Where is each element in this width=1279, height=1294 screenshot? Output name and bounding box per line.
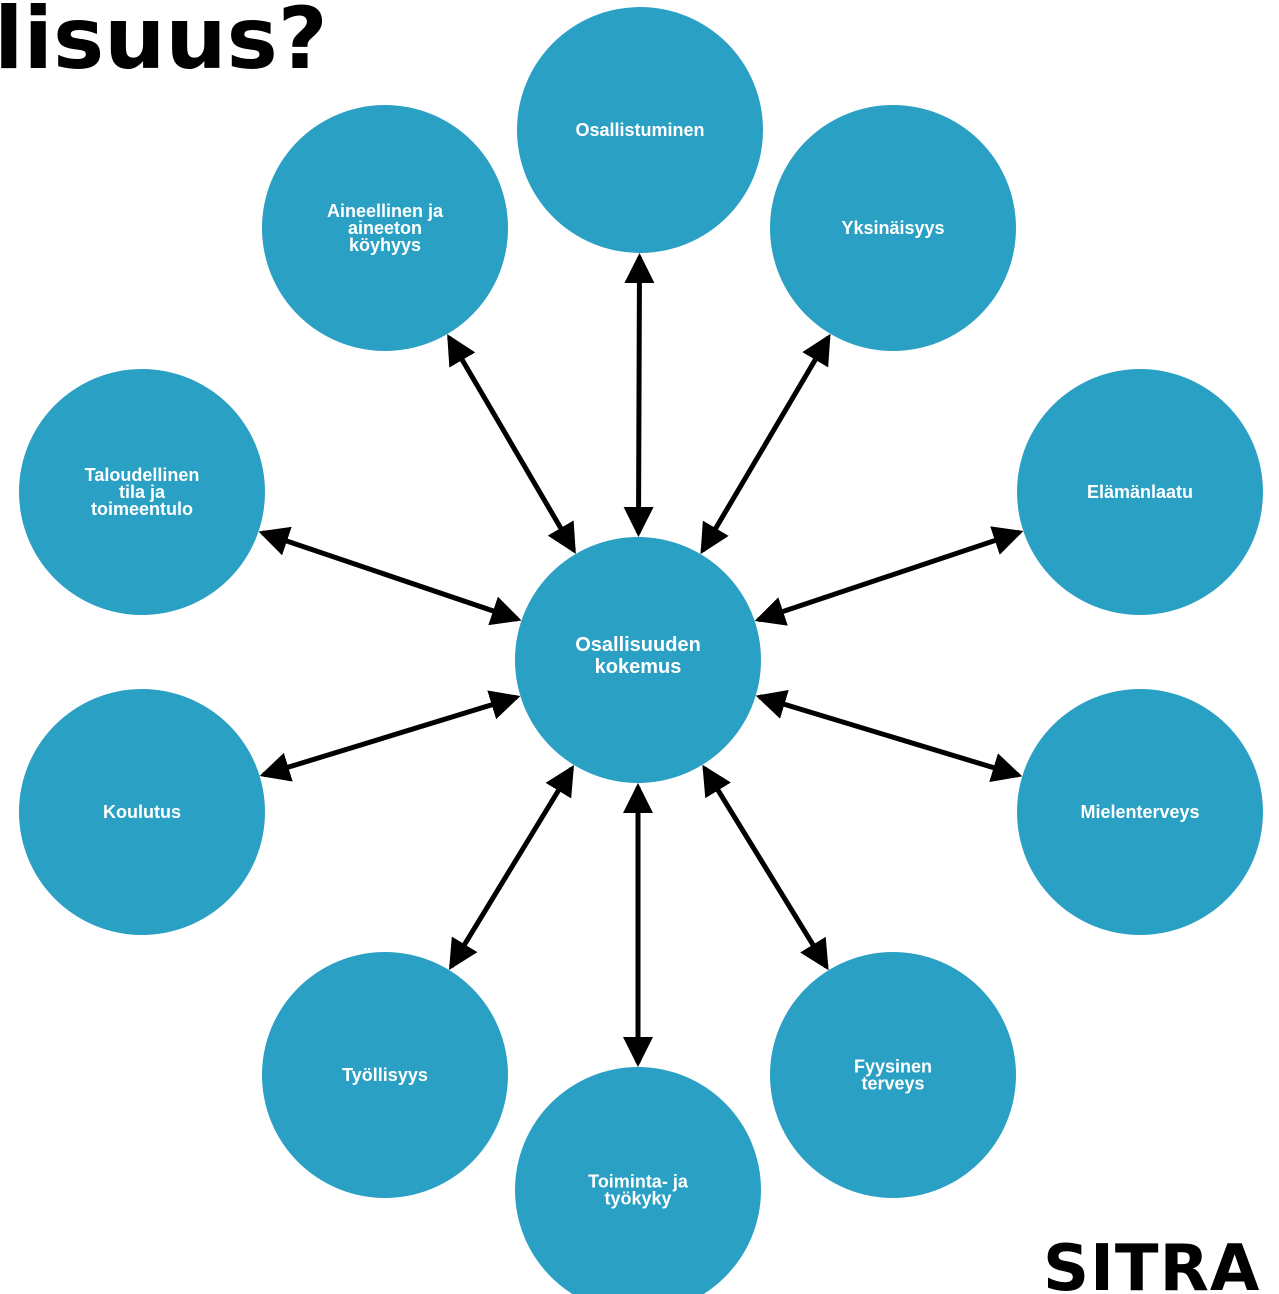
node-label-toiminta-ja-tyokyky-line: Toiminta- ja xyxy=(588,1172,689,1192)
node-label-taloudellinen-tila-line: toimeentulo xyxy=(91,499,193,519)
sitra-logo: SITRA xyxy=(1043,1232,1260,1294)
node-circle-osallistuminen xyxy=(517,7,763,253)
node-label-koyhyys-line: köyhyys xyxy=(349,235,421,255)
node-label-taloudellinen-tila-line: Taloudellinen xyxy=(85,465,200,485)
arrow-elamanlaatu xyxy=(754,526,1024,626)
node-label-tyollisyys: Työllisyys xyxy=(342,1065,428,1085)
node-label-elamanlaatu-line: Elämänlaatu xyxy=(1087,482,1193,502)
node-label-koyhyys-line: aineeton xyxy=(348,218,422,238)
node-label-osallistuminen-line: Osallistuminen xyxy=(575,120,704,140)
node-tyollisyys: Työllisyys xyxy=(262,952,508,1198)
node-yksinaisyys: Yksinäisyys xyxy=(770,105,1016,351)
node-layer: OsallistuminenYksinäisyysElämänlaatuMiel… xyxy=(19,7,1263,1294)
node-label-tyollisyys-line: Työllisyys xyxy=(342,1065,428,1085)
connector-layer xyxy=(258,252,1024,1068)
arrow-mielenterveys xyxy=(755,689,1023,783)
node-label-taloudellinen-tila-line: tila ja xyxy=(119,482,166,502)
node-label-koyhyys-line: Aineellinen ja xyxy=(327,201,444,221)
node-label-yksinaisyys-line: Yksinäisyys xyxy=(841,218,944,238)
node-elamanlaatu: Elämänlaatu xyxy=(1017,369,1263,615)
arrow-koyhyys xyxy=(447,334,576,554)
node-koulutus: Koulutus xyxy=(19,689,265,935)
node-circle-yksinaisyys xyxy=(770,105,1016,351)
arrow-osallistuminen xyxy=(623,252,655,538)
center-label-line: kokemus xyxy=(595,656,682,678)
node-circle-koulutus xyxy=(19,689,265,935)
node-circle-fyysinen-terveys xyxy=(770,952,1016,1198)
arrow-koulutus xyxy=(259,690,521,782)
node-circle-tyollisyys xyxy=(262,952,508,1198)
node-circle-koyhyys xyxy=(262,105,508,351)
node-mielenterveys: Mielenterveys xyxy=(1017,689,1263,935)
page-title: lisuus? xyxy=(0,0,328,89)
center-circle xyxy=(515,537,761,783)
node-label-toiminta-ja-tyokyky-line: työkyky xyxy=(604,1189,671,1209)
node-label-fyysinen-terveys-line: terveys xyxy=(861,1074,924,1094)
node-label-mielenterveys: Mielenterveys xyxy=(1080,802,1199,822)
node-label-elamanlaatu: Elämänlaatu xyxy=(1087,482,1193,502)
node-circle-toiminta-ja-tyokyky xyxy=(515,1067,761,1294)
node-label-fyysinen-terveys-line: Fyysinen xyxy=(854,1057,932,1077)
node-label-koulutus-line: Koulutus xyxy=(103,802,181,822)
arrow-yksinaisyys xyxy=(700,333,831,555)
node-circle-elamanlaatu xyxy=(1017,369,1263,615)
center-label-line: Osallisuuden xyxy=(575,634,701,656)
node-label-koulutus: Koulutus xyxy=(103,802,181,822)
node-circle-mielenterveys xyxy=(1017,689,1263,935)
node-label-osallistuminen: Osallistuminen xyxy=(575,120,704,140)
node-circle-taloudellinen-tila xyxy=(19,369,265,615)
arrow-taloudellinen-tila xyxy=(258,526,522,626)
arrow-tyollisyys xyxy=(448,765,575,970)
node-osallistuminen: Osallistuminen xyxy=(517,7,763,253)
node-label-mielenterveys-line: Mielenterveys xyxy=(1080,802,1199,822)
node-label-yksinaisyys: Yksinäisyys xyxy=(841,218,944,238)
arrow-fyysinen-terveys xyxy=(702,764,829,971)
